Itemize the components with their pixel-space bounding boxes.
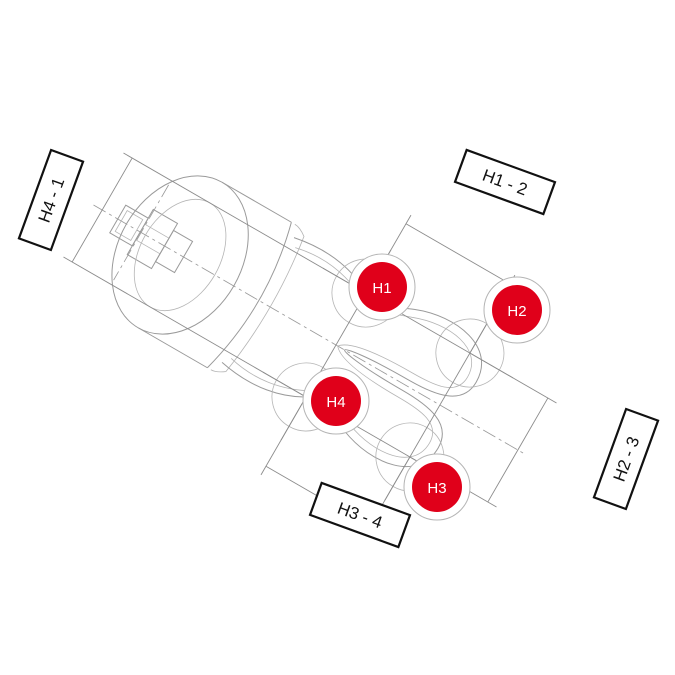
dimension-label-h4-1: H4 - 1 <box>17 148 85 252</box>
hole-h4-dot <box>311 376 361 426</box>
hole-h2-label: H2 <box>507 303 526 320</box>
hole-marker-h4: H4 <box>302 367 370 435</box>
hole-h3-label: H3 <box>427 480 446 497</box>
hole-marker-h2: H2 <box>483 276 551 344</box>
hole-marker-h3: H3 <box>403 453 471 521</box>
hole-h2-dot <box>492 285 542 335</box>
dimension-label-h2-3: H2 - 3 <box>592 407 660 511</box>
hole-h3-dot <box>412 462 462 512</box>
hole-marker-h1: H1 <box>348 253 416 321</box>
stud-assembly <box>109 204 194 274</box>
hole-h1-label: H1 <box>372 280 391 297</box>
dimension-label-h1-2: H1 - 2 <box>453 148 557 216</box>
dimension-label-h3-4: H3 - 4 <box>308 481 412 549</box>
hole-h1-dot <box>357 262 407 312</box>
main-axis-centerline <box>93 204 527 456</box>
dimension-h4-1-lines <box>63 152 367 398</box>
hole-h4-label: H4 <box>326 394 345 411</box>
stud-vertical-centerline <box>113 184 169 281</box>
